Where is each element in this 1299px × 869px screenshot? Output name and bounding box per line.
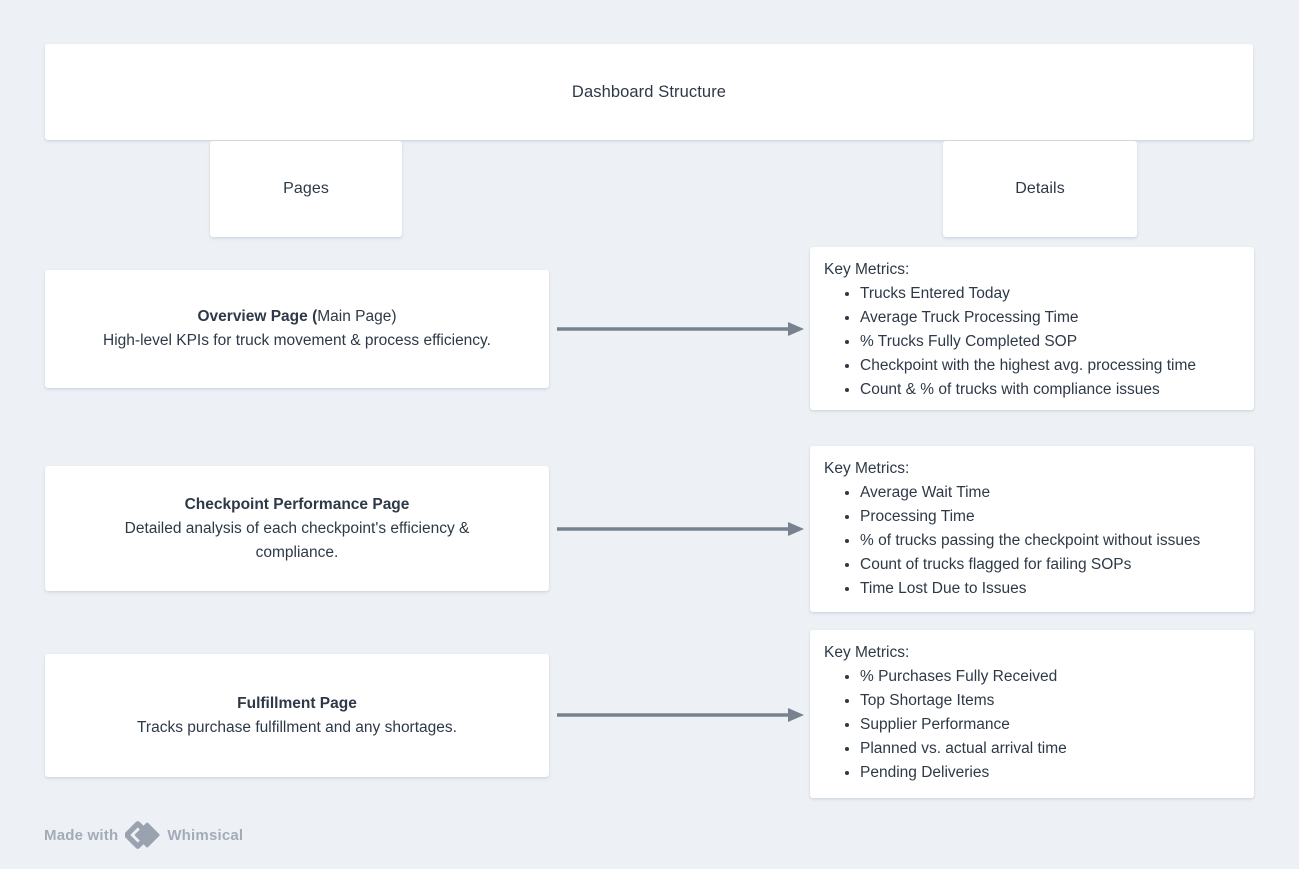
whimsical-watermark-link[interactable]: Made with Whimsical	[44, 820, 243, 850]
page-title-rest: Main Page)	[317, 308, 397, 325]
page-node-description: Tracks purchase fulfillment and any shor…	[137, 718, 457, 736]
metric-item: Average Wait Time	[860, 481, 1240, 505]
metrics-heading: Key Metrics:	[824, 644, 910, 661]
details-column-header-node[interactable]: Details	[943, 141, 1137, 237]
page-node-fulfillment[interactable]: Fulfillment Page Tracks purchase fulfill…	[45, 654, 549, 777]
metric-item: Planned vs. actual arrival time	[860, 737, 1240, 761]
connector-arrow-1[interactable]	[555, 321, 805, 337]
metrics-heading: Key Metrics:	[824, 460, 910, 477]
metric-item: % Trucks Fully Completed SOP	[860, 330, 1240, 354]
metric-item: Count of trucks flagged for failing SOPs	[860, 553, 1240, 577]
metric-item: Average Truck Processing Time	[860, 306, 1240, 330]
metrics-list: Average Wait Time Processing Time % of t…	[824, 481, 1240, 601]
page-title-bold: Checkpoint Performance Page	[184, 495, 410, 513]
made-with-label: Made with	[44, 826, 119, 844]
metric-item: Count & % of trucks with compliance issu…	[860, 378, 1240, 402]
arrowhead-icon	[788, 522, 804, 536]
page-node-title: Fulfillment Page	[237, 692, 357, 716]
metric-item: Pending Deliveries	[860, 761, 1240, 785]
page-node-title: Overview Page (Main Page)	[197, 305, 396, 329]
page-node-overview[interactable]: Overview Page (Main Page) High-level KPI…	[45, 270, 549, 388]
details-node-overview-metrics[interactable]: Key Metrics: Trucks Entered Today Averag…	[810, 247, 1254, 410]
page-node-description: High-level KPIs for truck movement & pro…	[103, 332, 491, 349]
metric-item: Checkpoint with the highest avg. process…	[860, 354, 1240, 378]
page-node-checkpoint-performance[interactable]: Checkpoint Performance Page Detailed ana…	[45, 466, 549, 591]
metrics-list: % Purchases Fully Received Top Shortage …	[824, 665, 1240, 785]
page-node-title: Checkpoint Performance Page	[185, 493, 410, 517]
metrics-list: Trucks Entered Today Average Truck Proce…	[824, 282, 1240, 402]
metric-item: % of trucks passing the checkpoint witho…	[860, 529, 1240, 553]
details-node-fulfillment-metrics[interactable]: Key Metrics: % Purchases Fully Received …	[810, 630, 1254, 798]
connector-arrow-3[interactable]	[555, 707, 805, 723]
whimsical-logo-icon	[125, 821, 160, 849]
page-node-description: Detailed analysis of each checkpoint's e…	[124, 519, 470, 561]
metrics-heading: Key Metrics:	[824, 261, 910, 278]
metric-item: Trucks Entered Today	[860, 282, 1240, 306]
whimsical-brand-label: Whimsical	[167, 826, 244, 844]
metric-item: Top Shortage Items	[860, 689, 1240, 713]
metric-item: Processing Time	[860, 505, 1240, 529]
title-node[interactable]: Dashboard Structure	[45, 44, 1253, 140]
pages-column-label: Pages	[283, 180, 329, 197]
diagram-title: Dashboard Structure	[571, 82, 727, 101]
details-node-checkpoint-metrics[interactable]: Key Metrics: Average Wait Time Processin…	[810, 446, 1254, 612]
arrowhead-icon	[788, 322, 804, 336]
metric-item: Time Lost Due to Issues	[860, 577, 1240, 601]
details-column-label: Details	[1015, 180, 1065, 197]
pages-column-header-node[interactable]: Pages	[210, 141, 402, 237]
arrowhead-icon	[788, 708, 804, 722]
connector-arrow-2[interactable]	[555, 521, 805, 537]
page-title-bold: Fulfillment Page	[237, 694, 357, 712]
metric-item: % Purchases Fully Received	[860, 665, 1240, 689]
metric-item: Supplier Performance	[860, 713, 1240, 737]
page-title-bold: Overview Page (	[197, 308, 318, 325]
